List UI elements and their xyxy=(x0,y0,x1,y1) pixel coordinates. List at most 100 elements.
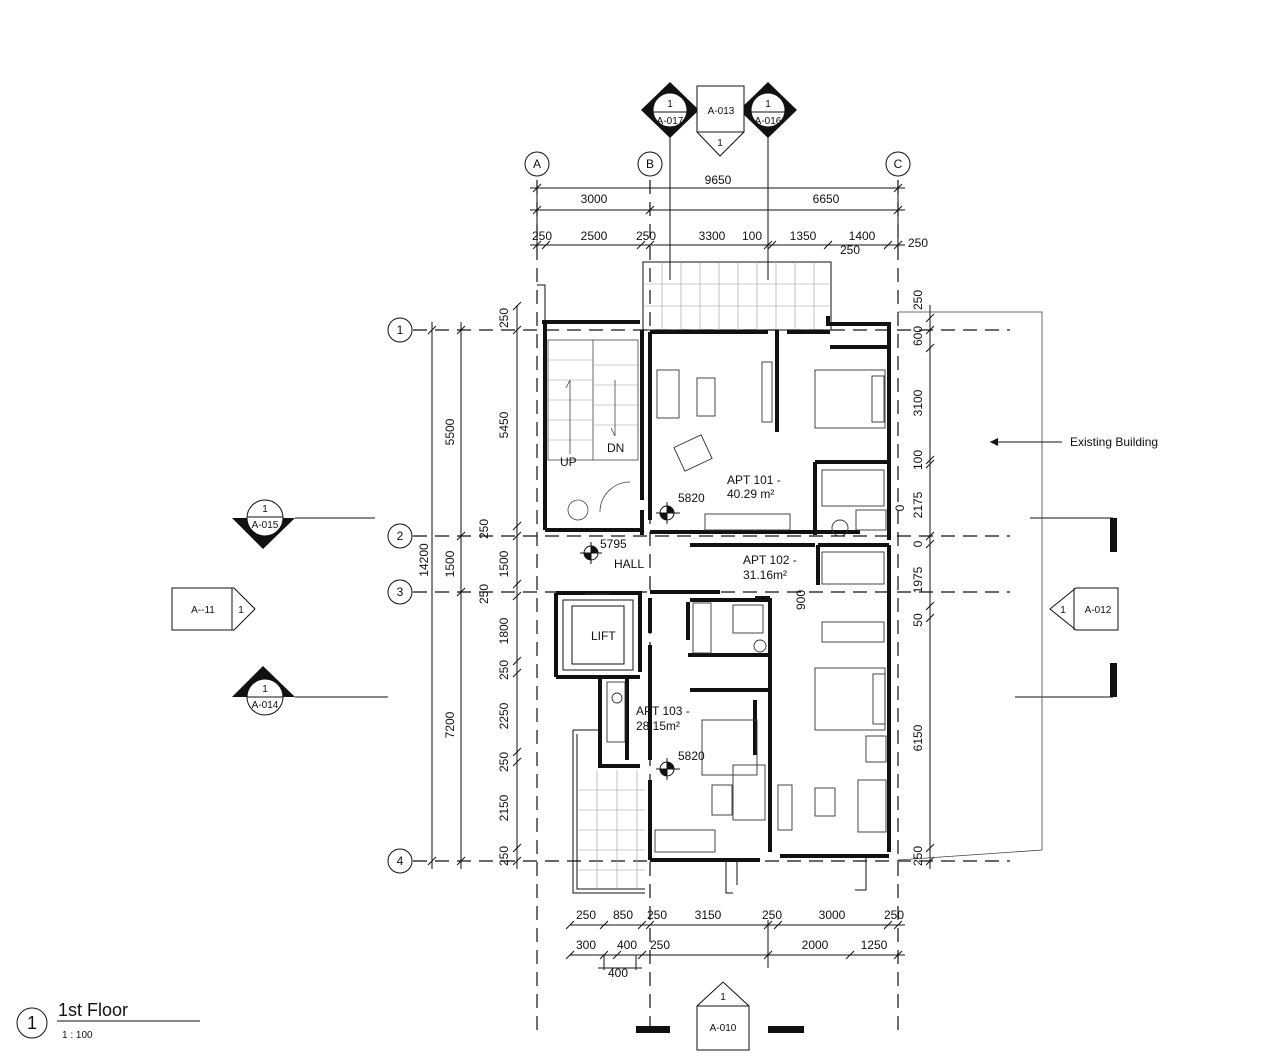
dim-right-3: 100 xyxy=(911,450,925,470)
dim-bottom-r2-3: 2000 xyxy=(802,938,829,952)
room-labels: UP DN APT 101 - 40.29 m² HALL APT 102 - … xyxy=(560,441,797,733)
dimensions-left: 14200 5500 1500 7200 250 5450 250 1500 2… xyxy=(417,301,522,869)
dim-bottom-r1-5: 3000 xyxy=(819,908,846,922)
dim-bottom-r3: 400 xyxy=(608,966,628,980)
dim-left-outer-1: 1500 xyxy=(443,550,457,577)
dim-left-inner-8: 250 xyxy=(497,752,511,772)
dim-right-6: 0 xyxy=(911,540,925,547)
dimensions-bottom: 250 850 250 3150 250 3000 250 300 400 25… xyxy=(565,908,905,980)
grid-bubble-b: B xyxy=(637,151,663,177)
dimensions-top: 9650 3000 6650 250 2500 250 3300 100 135… xyxy=(530,173,928,257)
svg-text:5795: 5795 xyxy=(600,537,627,551)
apt101-area: 40.29 m² xyxy=(727,487,774,501)
dim-top-r2-7: 250 xyxy=(840,243,860,257)
dim-top-r2-8: 250 xyxy=(908,236,928,250)
dim-left-inner-1: 5450 xyxy=(497,411,511,438)
existing-building-label: Existing Building xyxy=(1070,435,1158,449)
apt103-area: 28.15m² xyxy=(636,719,680,733)
svg-text:1: 1 xyxy=(667,99,673,110)
dim-right-5: 0 xyxy=(893,504,907,511)
title-scale: 1 : 100 xyxy=(62,1030,93,1041)
svg-text:1: 1 xyxy=(1060,605,1066,616)
svg-text:B: B xyxy=(646,157,654,171)
dim-bottom-r2-4: 1250 xyxy=(861,938,888,952)
svg-text:A-015: A-015 xyxy=(252,520,279,531)
grid-bubble-3: 3 xyxy=(387,579,413,605)
svg-text:1: 1 xyxy=(397,323,404,337)
section-lines xyxy=(295,130,1117,1033)
section-marker-a016: 1 A-016 xyxy=(739,82,797,138)
dim-top-r2-5: 1350 xyxy=(790,229,817,243)
drawing-title-block: 1 1st Floor 1 : 100 xyxy=(16,1000,200,1041)
level-marker-3: 5820 xyxy=(656,749,705,780)
dim-right-8: 50 xyxy=(911,613,925,627)
svg-text:1: 1 xyxy=(720,992,726,1003)
dim-bottom-r2-0: 300 xyxy=(576,938,596,952)
dim-bottom-r1-6: 250 xyxy=(884,908,904,922)
dim-right-4: 2175 xyxy=(911,491,925,518)
level-marker-1: 5820 xyxy=(656,491,705,524)
svg-text:A-010: A-010 xyxy=(710,1023,737,1034)
dim-bottom-r1-1: 850 xyxy=(613,908,633,922)
grid-bubble-a: A xyxy=(524,151,550,177)
svg-text:A-012: A-012 xyxy=(1085,605,1112,616)
dim-left-outer-0: 5500 xyxy=(443,418,457,445)
top-balcony xyxy=(642,261,832,331)
existing-building: Existing Building xyxy=(897,311,1158,861)
dim-right-10: 250 xyxy=(911,846,925,866)
svg-text:5820: 5820 xyxy=(678,749,705,763)
svg-text:1: 1 xyxy=(765,99,771,110)
dim-left-inner-9: 2150 xyxy=(497,794,511,821)
grid-bubble-1: 1 xyxy=(387,317,413,343)
stair-dn-label: DN xyxy=(607,441,624,455)
dim-left-outer-2: 7200 xyxy=(443,711,457,738)
apt102-area: 31.16m² xyxy=(743,568,787,582)
dim-right-0: 250 xyxy=(911,290,925,310)
dim-bottom-r1-3: 3150 xyxy=(695,908,722,922)
dim-top-overall: 9650 xyxy=(705,173,732,187)
walls xyxy=(537,284,891,894)
svg-text:1: 1 xyxy=(262,504,268,515)
dim-top-r2-4: 100 xyxy=(742,229,762,243)
furniture xyxy=(606,361,887,853)
dim-left-inner-4: 250 xyxy=(477,584,491,604)
hall-label: HALL xyxy=(614,557,644,571)
svg-text:1: 1 xyxy=(262,684,268,695)
dim-right-7: 1975 xyxy=(911,566,925,593)
title-name: 1st Floor xyxy=(58,1000,128,1020)
dimensions-right: 250 600 3100 100 2175 0 0 1975 50 6150 2… xyxy=(794,290,935,869)
apt102-name: APT 102 - xyxy=(743,553,797,567)
svg-text:4: 4 xyxy=(397,854,404,868)
section-marker-a017: 1 A-017 xyxy=(641,82,699,138)
dim-left-inner-0: 250 xyxy=(497,308,511,328)
dim-right-9: 6150 xyxy=(911,724,925,751)
grid-bubble-4: 4 xyxy=(387,848,413,874)
svg-text:A-014: A-014 xyxy=(252,700,279,711)
elevation-marker-a010: 1 A-010 xyxy=(696,981,750,1051)
dim-top-r2-3: 3300 xyxy=(699,229,726,243)
dim-left-inner-5: 1800 xyxy=(497,617,511,644)
dim-right-11: 900 xyxy=(794,590,808,610)
bottom-balcony xyxy=(572,729,645,894)
svg-text:5820: 5820 xyxy=(678,491,705,505)
elevation-marker-a012: A-012 1 xyxy=(1049,587,1119,631)
dim-top-r2-6: 1400 xyxy=(849,229,876,243)
apt103-name: APT 103 - xyxy=(636,704,690,718)
dim-bottom-r1-2: 250 xyxy=(647,908,667,922)
section-marker-a014: 1 A-014 xyxy=(232,666,295,716)
svg-text:C: C xyxy=(894,157,903,171)
svg-text:3: 3 xyxy=(397,585,404,599)
grid-bubble-2: 2 xyxy=(387,523,413,549)
svg-text:A: A xyxy=(533,157,541,171)
dim-bottom-r1-4: 250 xyxy=(762,908,782,922)
dim-top-r2-2: 250 xyxy=(636,229,656,243)
svg-text:1: 1 xyxy=(717,138,723,149)
svg-text:A-013: A-013 xyxy=(708,106,735,117)
dim-top-r1-1: 6650 xyxy=(813,192,840,206)
dim-right-1: 600 xyxy=(911,326,925,346)
svg-text:1: 1 xyxy=(238,605,244,616)
dim-left-inner-10: 250 xyxy=(497,846,511,866)
dim-left-inner-2: 250 xyxy=(477,519,491,539)
svg-text:A-017: A-017 xyxy=(657,116,684,127)
